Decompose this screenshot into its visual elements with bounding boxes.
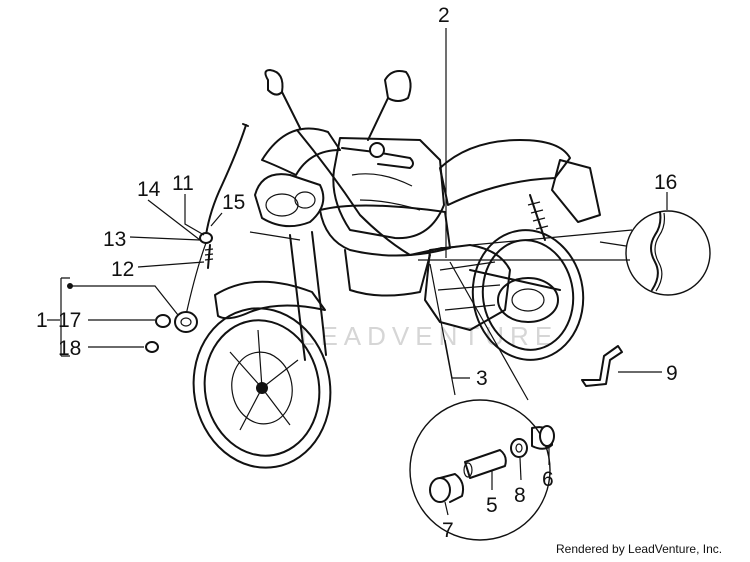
leader-lines	[60, 28, 668, 516]
callout-numbers: 2 3 9 16 5 6 7 8 11 14 15 13 12 1 17 18	[36, 4, 678, 542]
detail-circle-16	[625, 210, 711, 296]
credit-text: Rendered by LeadVenture, Inc.	[556, 542, 722, 556]
callout-14: 14	[137, 178, 161, 201]
callout-5: 5	[486, 494, 498, 517]
callout-11: 11	[172, 172, 194, 195]
left-parts	[145, 123, 249, 353]
callout-17: 17	[58, 309, 81, 332]
callout-16: 16	[654, 171, 677, 194]
callout-13: 13	[103, 228, 126, 251]
motorcycle-drawing	[192, 69, 633, 469]
callout-18: 18	[58, 337, 81, 360]
bracket-9	[581, 345, 623, 387]
callout-3: 3	[476, 367, 488, 390]
callout-15: 15	[222, 191, 245, 214]
callout-8: 8	[514, 484, 526, 507]
callout-2: 2	[438, 4, 450, 27]
callout-9: 9	[666, 362, 678, 385]
watermark: LEADVENTURE	[300, 321, 558, 351]
callout-7: 7	[442, 519, 454, 542]
detail-circle-5-8	[409, 399, 555, 541]
callout-1: 1	[36, 309, 48, 332]
callout-12: 12	[111, 258, 134, 281]
callout-6: 6	[542, 468, 554, 491]
